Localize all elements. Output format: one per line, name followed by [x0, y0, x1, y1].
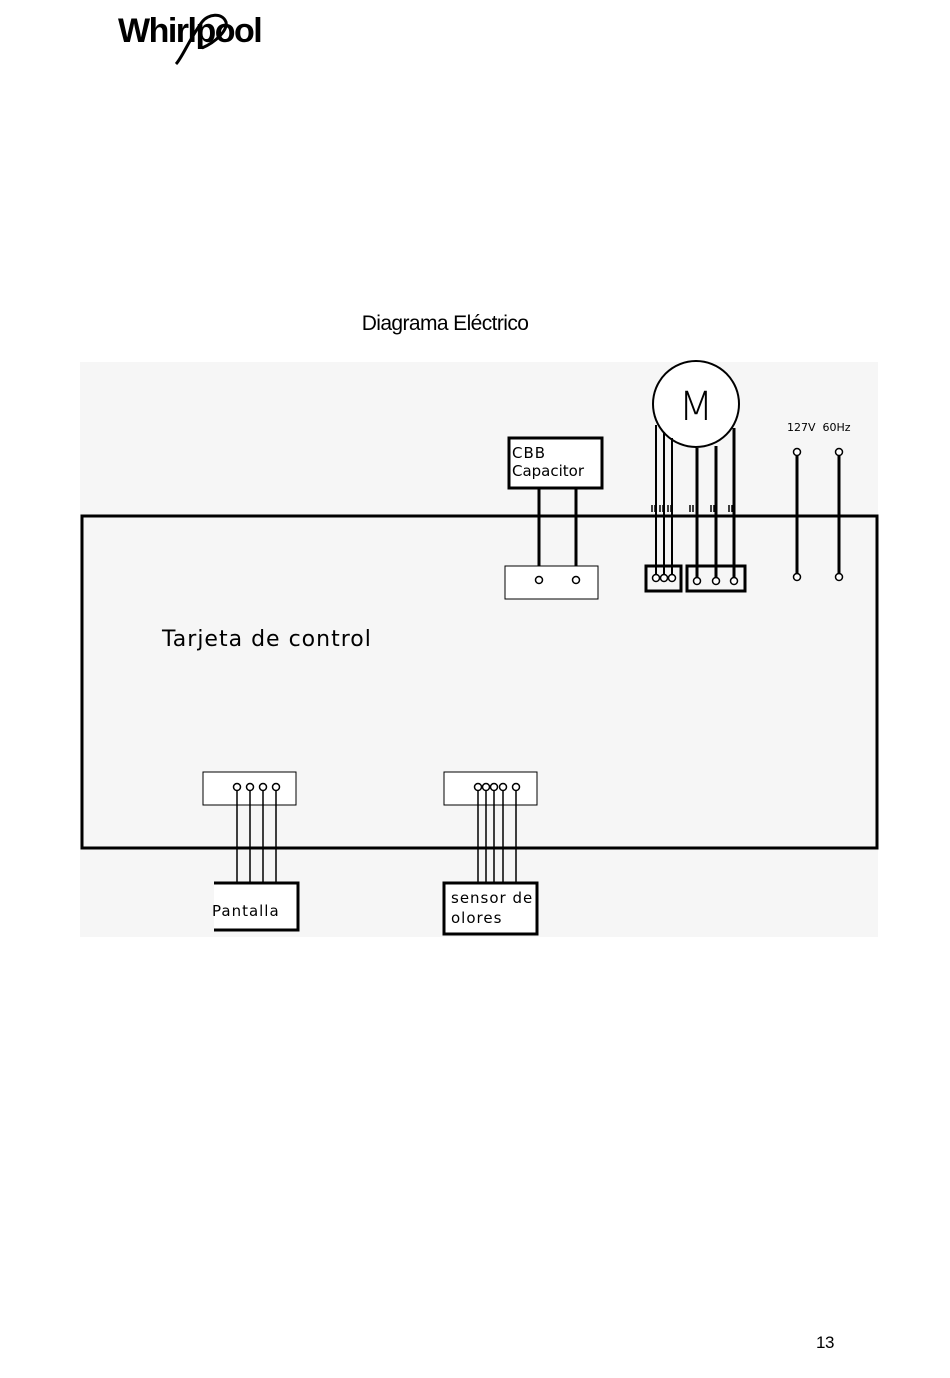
wire-markers	[651, 505, 733, 512]
whirlpool-logo: Whirlpool	[118, 8, 278, 68]
display-wires	[236, 787, 277, 883]
power-wires	[795, 452, 841, 577]
power-label: 127V 60Hz	[787, 421, 851, 434]
capacitor-wires	[537, 488, 578, 580]
sensor-wires	[477, 787, 517, 883]
capacitor-connector	[504, 565, 599, 600]
sensor-label-line1: sensor de	[451, 889, 533, 907]
page-number: 13	[816, 1333, 834, 1352]
motor-connector-large	[685, 564, 747, 593]
display-label: Pantalla	[212, 902, 280, 920]
motor-connector-small	[644, 564, 683, 593]
sensor-label-line2: olores	[451, 909, 502, 927]
display-box	[214, 881, 300, 932]
board-label: Tarjeta de control	[161, 627, 372, 652]
motor-icon	[652, 360, 740, 448]
capacitor-box	[507, 436, 604, 490]
capacitor-label-line2: Capacitor	[512, 462, 585, 480]
sensor-box	[442, 881, 539, 936]
logo-swoosh-icon	[174, 13, 228, 66]
motor-label: M	[679, 384, 714, 430]
page-title: Diagrama Eléctrico	[361, 312, 529, 335]
capacitor-label-line1: CBB	[512, 444, 546, 462]
motor-wires-thin	[655, 425, 673, 578]
motor-wires-thick	[695, 428, 736, 580]
